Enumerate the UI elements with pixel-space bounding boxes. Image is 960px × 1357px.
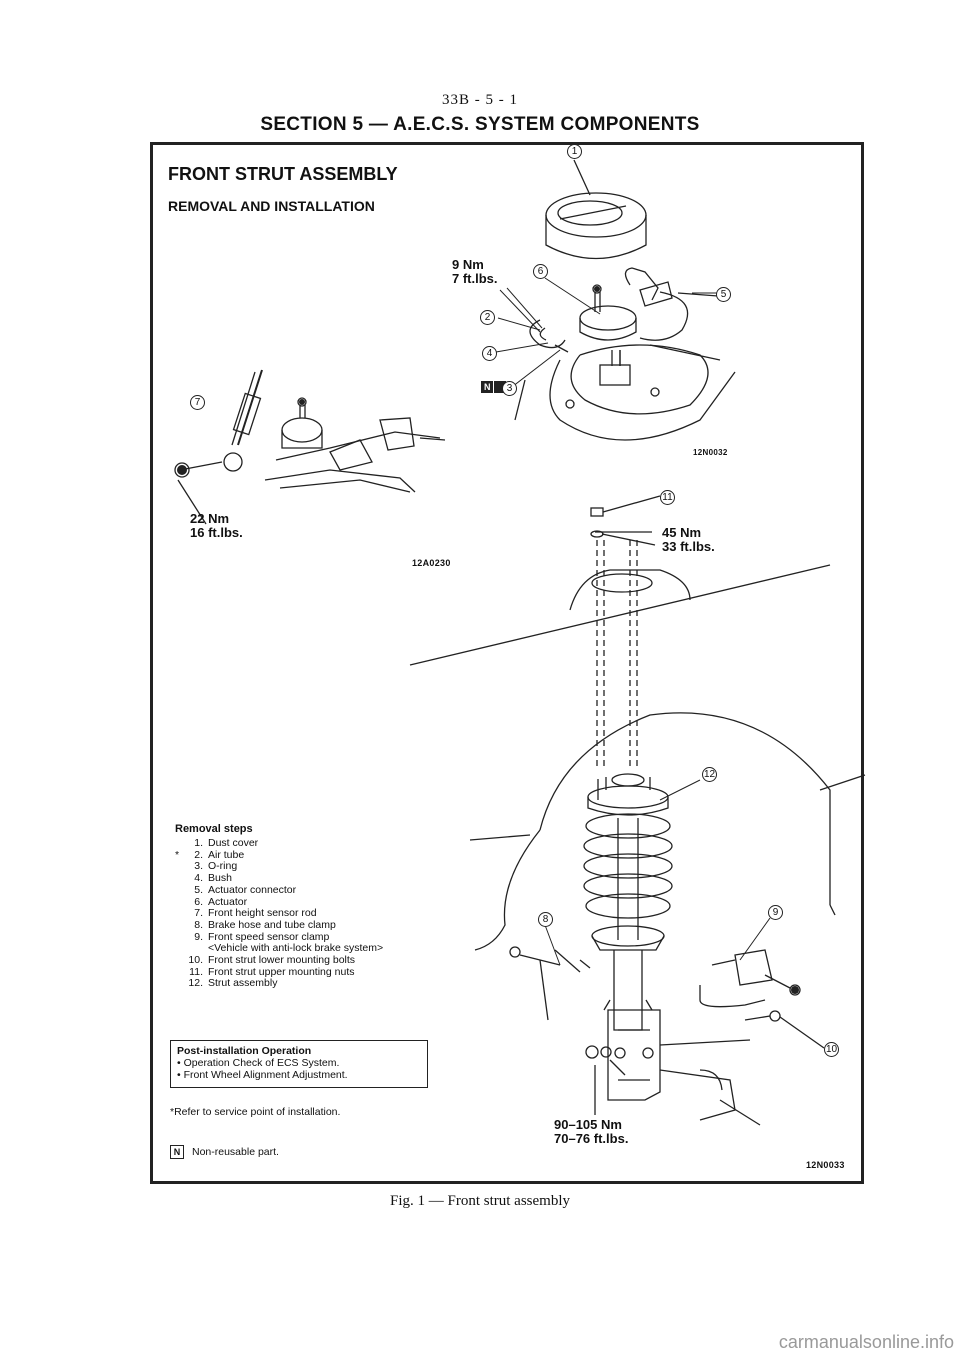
- torque-sensor-rod-nm: 22 Nm: [190, 511, 230, 526]
- torque-lower-bolts-nm: 90–105 Nm: [554, 1117, 622, 1132]
- callout-5: 5: [716, 287, 731, 302]
- step-text: Air tube: [208, 848, 245, 861]
- step-star: *: [175, 848, 180, 861]
- step-number: 2.: [194, 848, 203, 861]
- page-number: 33B - 5 - 1: [442, 92, 518, 108]
- torque-actuator-nm: 9 Nm: [452, 257, 484, 272]
- watermark: carmanualsonline.info: [778, 1332, 954, 1352]
- step-text: Actuator: [208, 895, 248, 908]
- step-text: Front strut lower mounting bolts: [208, 954, 356, 967]
- callout-7: 7: [190, 395, 205, 410]
- list-item: 6. Actuator: [175, 895, 383, 909]
- torque-actuator-ftlbs: 7 ft.lbs.: [452, 271, 498, 286]
- list-item: • Front Wheel Alignment Adjustment.: [177, 1069, 348, 1081]
- torque-upper-nuts-ftlbs: 33 ft.lbs.: [662, 539, 715, 554]
- list-item: 4. Bush: [175, 872, 383, 885]
- image-code-upper-left: 12A0230: [412, 558, 451, 568]
- list-item: 9. Front speed sensor clamp: [175, 930, 383, 944]
- figure-frame: [150, 142, 864, 1184]
- list-item: 12. Strut assembly: [175, 978, 383, 990]
- torque-lower-bolts-ftlbs: 70–76 ft.lbs.: [554, 1131, 629, 1146]
- step-number: 6.: [194, 895, 203, 908]
- list-item: 3. O-ring: [175, 861, 383, 873]
- torque-upper-nuts-nm: 45 Nm: [662, 525, 702, 540]
- callout-10: 10: [824, 1042, 839, 1057]
- torque-upper-nuts: 45 Nm 33 ft.lbs.: [662, 526, 715, 554]
- list-item: <Vehicle with anti-lock brake system>: [175, 942, 384, 955]
- step-text: Strut assembly: [208, 977, 278, 990]
- figure-subtitle: REMOVAL AND INSTALLATION: [168, 198, 375, 214]
- step-text: Brake hose and tube clamp: [208, 918, 336, 931]
- step-number: 7.: [194, 907, 203, 920]
- step-number: 10.: [188, 954, 203, 967]
- step-text: Front speed sensor clamp: [208, 930, 330, 943]
- image-code-lower: 12N0033: [806, 1160, 845, 1170]
- step-text: Bush: [208, 872, 232, 885]
- actuator-drawing: [514, 159, 736, 441]
- torque-sensor-rod: 22 Nm 16 ft.lbs.: [190, 512, 243, 540]
- list-item: 10. Front strut lower mounting bolts: [175, 954, 383, 967]
- non-reusable-text: Non-reusable part.: [192, 1146, 279, 1158]
- step-text: O-ring: [208, 860, 238, 873]
- step-number: 9.: [194, 930, 203, 943]
- step-number: 12.: [188, 977, 203, 990]
- list-item: 7. Front height sensor rod: [175, 907, 383, 920]
- height-sensor-rod-drawing: [174, 369, 446, 525]
- service-point-note: *Refer to service point of installation.: [170, 1106, 341, 1118]
- image-code-upper-right: 12N0032: [693, 448, 728, 457]
- step-number: 3.: [194, 860, 203, 873]
- step-text: Front height sensor rod: [208, 907, 317, 920]
- figure-title: FRONT STRUT ASSEMBLY: [168, 164, 398, 184]
- post-installation-box: Post-installation Operation • Operation …: [170, 1040, 428, 1088]
- list-item: 11. Front strut upper mounting nuts: [175, 965, 383, 979]
- callout-1: 1: [567, 144, 582, 159]
- callout-9: 9: [768, 905, 783, 920]
- figure-frame-inner: [152, 144, 862, 1182]
- step-text: Front strut upper mounting nuts: [208, 965, 355, 978]
- step-text: Dust cover: [208, 837, 259, 849]
- torque-actuator: 9 Nm 7 ft.lbs.: [452, 258, 498, 286]
- callout-11: 11: [660, 490, 675, 505]
- leader-lines-upper: [495, 277, 720, 391]
- figure-caption: Fig. 1 — Front strut assembly: [389, 1193, 570, 1209]
- non-reusable-legend: N Non-reusable part.: [170, 1145, 279, 1159]
- callout-4: 4: [482, 346, 497, 361]
- callout-12: 12: [702, 767, 717, 782]
- callout-8: 8: [538, 912, 553, 927]
- callout-2: 2: [480, 310, 495, 325]
- callout-3: 3: [502, 381, 517, 396]
- non-reusable-mark-figure: N: [484, 382, 491, 392]
- step-number: 5.: [194, 883, 203, 896]
- non-reusable-icon: N: [170, 1145, 184, 1159]
- list-item: 1. Dust cover: [175, 837, 383, 850]
- step-number: 11.: [189, 965, 203, 978]
- step-text: <Vehicle with anti-lock brake system>: [208, 942, 384, 955]
- list-item: 8. Brake hose and tube clamp: [175, 918, 383, 932]
- post-installation-title: Post-installation Operation: [177, 1045, 312, 1057]
- removal-steps-list: 1. Dust cover * 2. Air tube 3. O-ring 4. Bush…: [175, 837, 384, 990]
- callout-6: 6: [533, 264, 548, 279]
- list-item: • Operation Check of ECS System.: [177, 1057, 340, 1069]
- torque-lower-bolts: 90–105 Nm 70–76 ft.lbs.: [554, 1118, 628, 1146]
- list-item: * 2. Air tube: [175, 848, 383, 862]
- strut-drawing: [409, 495, 866, 1126]
- step-number: 1.: [194, 837, 203, 849]
- torque-sensor-rod-ftlbs: 16 ft.lbs.: [190, 525, 243, 540]
- removal-steps-title: Removal steps: [175, 823, 253, 835]
- step-number: 8.: [194, 918, 203, 931]
- step-number: 4.: [194, 872, 203, 885]
- step-text: Actuator connector: [208, 883, 297, 896]
- list-item: 5. Actuator connector: [175, 883, 383, 897]
- section-title: SECTION 5 — A.E.C.S. SYSTEM COMPONENTS: [260, 114, 700, 135]
